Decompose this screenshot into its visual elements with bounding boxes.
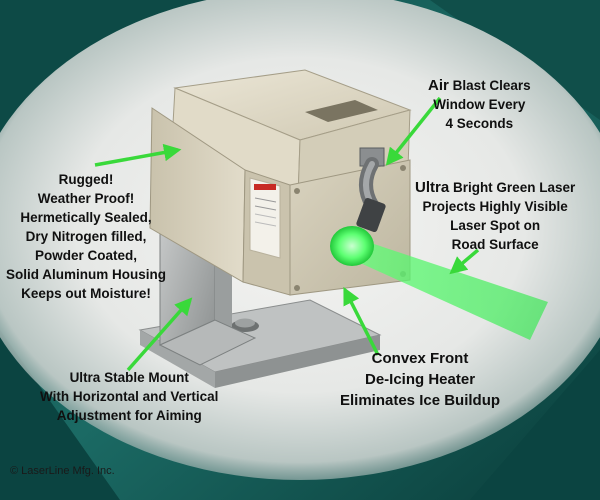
callout-green-laser-line4: Road Surface xyxy=(451,237,539,252)
green-laser-beam xyxy=(330,226,548,340)
callout-heater: Convex Front De-Icing Heater Eliminates … xyxy=(340,348,500,411)
callout-housing-line: Weather Proof! xyxy=(37,191,135,206)
callout-housing: Rugged! Weather Proof! Hermetically Seal… xyxy=(6,170,166,303)
callout-air-blast-line3: 4 Seconds xyxy=(445,116,514,131)
callout-arrows xyxy=(94,96,480,372)
callout-green-laser: Ultra Bright Green Laser Projects Highly… xyxy=(415,178,575,254)
callout-mount-line: Ultra Stable Mount xyxy=(69,370,189,385)
air-nozzle xyxy=(356,147,386,233)
callout-air-blast-line1: Blast Clears xyxy=(448,78,531,93)
callout-air-blast: Air Blast Clears Window Every 4 Seconds xyxy=(428,76,531,133)
callout-air-blast-lead: Air xyxy=(428,77,449,94)
callout-mount: Ultra Stable Mount With Horizontal and V… xyxy=(40,368,218,425)
callout-housing-line: Rugged! xyxy=(58,172,114,187)
callout-heater-line: Convex Front xyxy=(371,350,469,367)
callout-heater-line: Eliminates Ice Buildup xyxy=(340,392,501,409)
callout-green-laser-line3: Laser Spot on xyxy=(450,218,541,233)
callout-housing-line: Powder Coated, xyxy=(34,248,137,263)
callout-air-blast-line2: Window Every xyxy=(433,97,526,112)
callout-housing-line: Solid Aluminum Housing xyxy=(6,267,166,282)
callout-green-laser-line2: Projects Highly Visible xyxy=(422,199,568,214)
callout-housing-line: Keeps out Moisture! xyxy=(21,286,151,301)
callout-housing-line: Hermetically Sealed, xyxy=(20,210,152,225)
callout-green-laser-line1: Bright Green Laser xyxy=(449,180,576,195)
callout-heater-line: De-Icing Heater xyxy=(365,371,476,388)
callout-housing-line: Dry Nitrogen filled, xyxy=(25,229,147,244)
callout-mount-line: Adjustment for Aiming xyxy=(56,408,202,423)
copyright-notice: © LaserLine Mfg. Inc. xyxy=(10,465,115,477)
callout-green-laser-lead: Ultra xyxy=(415,179,450,196)
callout-mount-line: With Horizontal and Vertical xyxy=(40,389,219,404)
